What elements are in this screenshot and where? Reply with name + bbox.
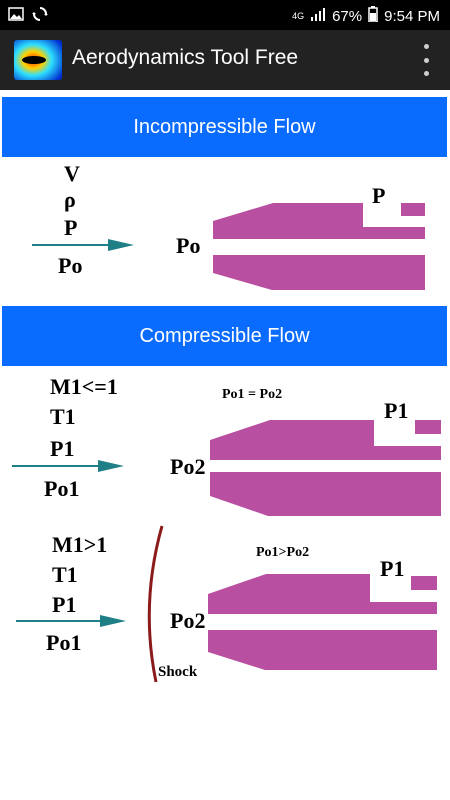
- stagnation-pressure-label: Po: [58, 253, 82, 278]
- flow-arrow: [16, 615, 126, 627]
- pitot-duct: [208, 574, 437, 670]
- temperature-label: T1: [52, 562, 78, 587]
- more-vertical-icon[interactable]: [418, 44, 434, 76]
- clock: 9:54 PM: [384, 7, 440, 25]
- temperature-label: T1: [50, 404, 76, 429]
- compressible-flow-button[interactable]: Compressible Flow: [2, 306, 447, 366]
- sync-icon: [32, 6, 48, 26]
- battery-percent: 67%: [332, 7, 363, 25]
- flow-arrow: [32, 239, 134, 251]
- static-pressure-label: P1: [52, 592, 76, 617]
- signal-icon: [310, 7, 326, 25]
- pressure-relation: Po1>Po2: [256, 545, 309, 560]
- app-bar: Aerodynamics Tool Free: [0, 30, 450, 90]
- shock-label: Shock: [158, 664, 198, 680]
- image-icon: [8, 7, 24, 25]
- stagnation-pressure-label: Po1: [46, 630, 81, 655]
- mach-label: M1>1: [52, 532, 107, 557]
- pressure-label: P: [64, 215, 77, 240]
- pressure-relation: Po1 = Po2: [222, 387, 282, 402]
- status-bar: 4G 67% 9:54 PM: [0, 0, 450, 30]
- static-pressure-label: P1: [50, 436, 74, 461]
- inlet-label: Po: [176, 233, 200, 258]
- density-label: ρ: [64, 187, 76, 212]
- app-title: Aerodynamics Tool Free: [72, 46, 299, 69]
- outlet-pressure-label: P1: [380, 556, 404, 581]
- velocity-label: V: [64, 161, 80, 186]
- stagnation-pressure-label: Po1: [44, 476, 79, 501]
- network-type: 4G: [292, 11, 305, 21]
- pitot-duct: [213, 203, 425, 290]
- supersonic-diagram: M1>1 T1 P1 Po1 Po1>Po2 Po2 P1 Shock: [0, 522, 450, 687]
- battery-icon: [368, 6, 378, 26]
- flow-arrow: [12, 460, 124, 472]
- app-logo: [14, 40, 62, 80]
- mach-label: M1<=1: [50, 374, 118, 399]
- pitot-duct: [210, 420, 441, 516]
- shock-wave: [147, 525, 164, 683]
- incompressible-diagram: V ρ P Po Po P: [0, 157, 450, 305]
- inlet-label: Po2: [170, 608, 205, 633]
- outlet-pressure-label: P1: [384, 398, 408, 423]
- inlet-label: Po2: [170, 454, 205, 479]
- incompressible-flow-button[interactable]: Incompressible Flow: [2, 97, 447, 157]
- outlet-pressure-label: P: [372, 183, 385, 208]
- subsonic-diagram: M1<=1 T1 P1 Po1 Po1 = Po2 Po2 P1: [0, 368, 450, 518]
